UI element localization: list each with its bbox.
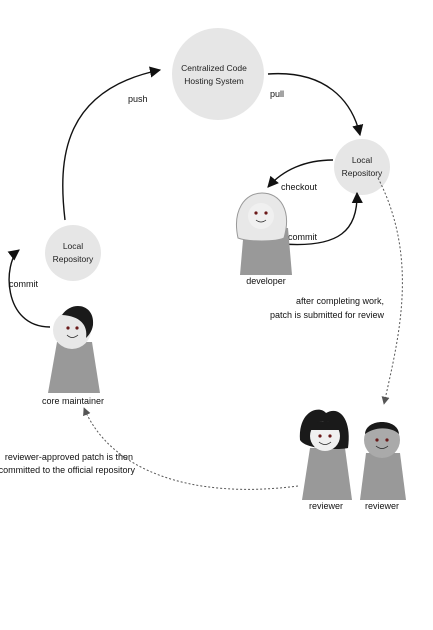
local-top-line1: Local — [352, 155, 372, 165]
approved-commit-arrow — [83, 407, 299, 490]
pull-arrow — [267, 72, 364, 137]
checkout-label: checkout — [281, 182, 318, 192]
developer-person-icon — [236, 192, 292, 275]
checkout-arrow — [267, 159, 334, 188]
local-repository-left-node: Local Repository — [45, 225, 101, 281]
developer-label: developer — [246, 276, 286, 286]
pull-label: pull — [270, 89, 284, 99]
approve-label-line2: committed to the official repository — [0, 465, 135, 475]
maintainer-commit-arrow — [7, 249, 51, 328]
core-maintainer-label: core maintainer — [42, 396, 104, 406]
central-node-line1: Centralized Code — [181, 63, 247, 73]
central-hosting-node: Centralized Code Hosting System — [172, 28, 264, 120]
local-repository-top-node: Local Repository — [334, 139, 390, 195]
reviewer-1-person-icon — [299, 409, 352, 500]
push-arrow — [62, 66, 162, 221]
central-node-line2: Hosting System — [184, 76, 244, 86]
local-left-line2: Repository — [53, 254, 94, 264]
reviewer-2-person-icon — [360, 422, 406, 500]
local-top-line2: Repository — [342, 168, 383, 178]
submit-for-review-arrow — [377, 177, 403, 405]
submit-label-line1: after completing work, — [296, 296, 384, 306]
approve-label-line1: reviewer-approved patch is then — [5, 452, 133, 462]
maintainer-commit-label: commit — [9, 279, 38, 289]
developer-commit-label: commit — [288, 232, 317, 242]
core-maintainer-person-icon — [48, 305, 100, 393]
reviewer-1-label: reviewer — [309, 501, 343, 511]
local-left-line1: Local — [63, 241, 83, 251]
reviewer-2-label: reviewer — [365, 501, 399, 511]
submit-label-line2: patch is submitted for review — [270, 310, 385, 320]
developer-commit-arrow — [282, 191, 363, 246]
push-label: push — [128, 94, 148, 104]
